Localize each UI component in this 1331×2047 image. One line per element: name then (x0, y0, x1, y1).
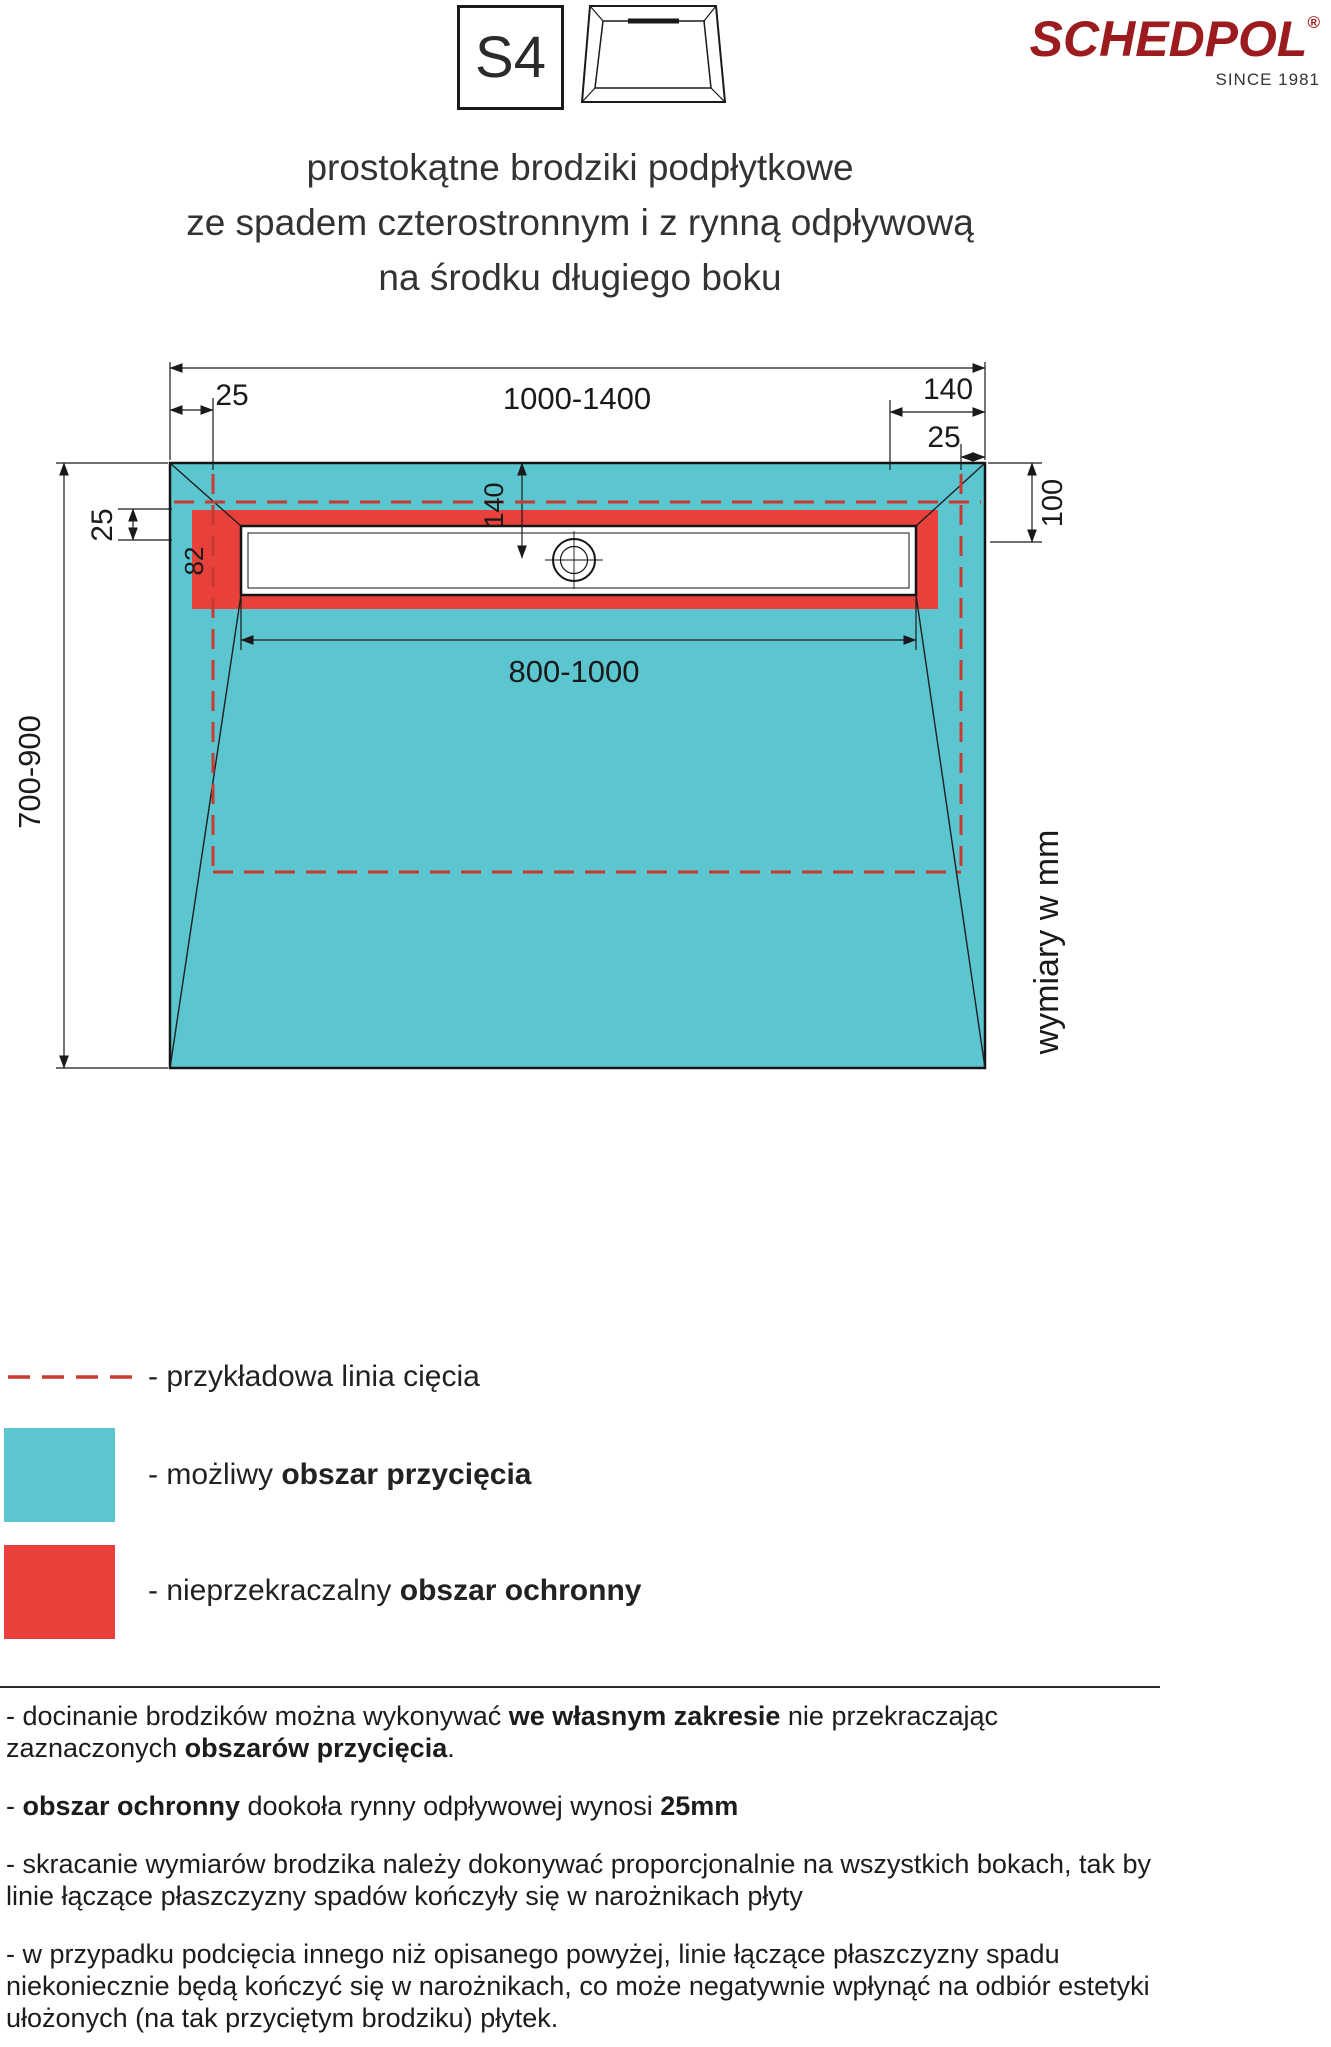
cut-line-sample (8, 1375, 144, 1379)
tray-pictogram-icon (580, 5, 727, 103)
model-label: S4 (475, 25, 546, 90)
note-item: - skracanie wymiarów brodzika należy dok… (6, 1849, 1152, 1911)
title-line-1: prostokątne brodziki podpłytkowe (306, 147, 854, 188)
dim-offset-top-left-label: 25 (215, 379, 248, 412)
cut-lines (174, 474, 981, 874)
legend-trim-area-label: - możliwy obszar przycięcia (148, 1458, 531, 1492)
slope-fold-lines (169, 462, 986, 1069)
registered-mark: ® (1307, 13, 1320, 32)
notes-list: - docinanie brodzików można wykonywać we… (6, 1700, 1158, 2047)
dim-top-to-channel-label: 100 (1037, 479, 1069, 527)
drain-outlet (545, 531, 603, 589)
legend-cut-line-label: - przykładowa linia cięcia (148, 1360, 480, 1393)
legend-protection-area-label: - nieprzekraczalny obszar ochronny (148, 1574, 641, 1608)
brand-name: SCHEDPOL (1029, 11, 1308, 67)
legend-protection-bold: obszar ochronny (399, 1574, 642, 1607)
dim-channel-width-label: 82 (179, 547, 209, 576)
legend-trim-area-bold: obszar przycięcia (281, 1458, 532, 1491)
trim-area-swatch (4, 1428, 115, 1522)
dim-width-label: 1000-1400 (503, 381, 651, 416)
dim-channel-length-label: 800-1000 (508, 654, 639, 689)
dim-edge-to-channel-label: 140 (923, 373, 973, 406)
protection-area-swatch (4, 1545, 115, 1639)
dim-offset-side-left-label: 25 (86, 508, 119, 541)
drain-channel-inner-line (247, 532, 910, 589)
drain-channel (239, 524, 918, 597)
notes-divider (0, 1686, 1160, 1688)
brand-logo: SCHEDPOL® SINCE 1981 (980, 10, 1320, 90)
legend-trim-area-prefix: - możliwy (148, 1458, 282, 1491)
note-item: - w przypadku podcięcia innego niż opisa… (6, 1939, 1150, 2033)
dim-channel-axis-label: 140 (479, 482, 509, 527)
note-item: - docinanie brodzików można wykonywać we… (6, 1701, 999, 1763)
title-line-2: ze spadem czterostronnym i z rynną odpły… (186, 202, 974, 243)
units-label: wymiary w mm (1028, 830, 1066, 1056)
note-item: - obszar ochronny dookoła rynny odpływow… (6, 1791, 739, 1821)
dim-depth-label: 700-900 (12, 715, 47, 829)
dim-offset-top-right-label: 25 (927, 421, 960, 454)
dimension-lines (56, 362, 1042, 1069)
tray-outline (168, 461, 987, 1070)
brand-since: SINCE 1981 (1215, 70, 1320, 89)
legend-protection-prefix: - nieprzekraczalny (148, 1574, 400, 1607)
protection-zone (192, 510, 938, 609)
page-title: prostokątne brodziki podpłytkowe ze spad… (0, 140, 1160, 305)
title-line-3: na środku długiego boku (378, 257, 782, 298)
model-badge: S4 (457, 5, 564, 110)
